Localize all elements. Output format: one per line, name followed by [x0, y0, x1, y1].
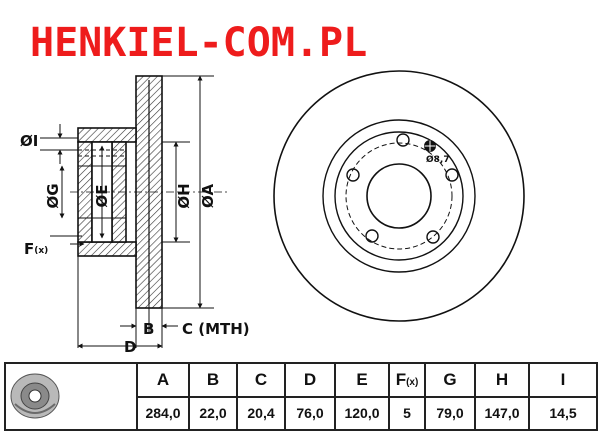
dim-label-d: D — [124, 338, 136, 356]
header-a: A — [136, 362, 190, 398]
header-h: H — [474, 362, 530, 398]
value-g: 79,0 — [424, 395, 476, 431]
dim-label-c: C (MTH) — [182, 320, 250, 338]
value-f: 5 — [388, 395, 426, 431]
dim-label-i: ØI — [20, 132, 38, 150]
brake-disc-thumbnail — [4, 362, 138, 431]
dim-label-a: ØA — [199, 184, 217, 208]
value-c: 20,4 — [236, 395, 286, 431]
dim-label-b: B — [143, 320, 154, 338]
value-i: 14,5 — [528, 395, 598, 431]
value-a: 284,0 — [136, 395, 190, 431]
dim-label-f: F(x) — [24, 240, 48, 258]
value-d: 76,0 — [284, 395, 336, 431]
spec-table-header-row: A B C D E F(x) G H I — [4, 362, 598, 431]
spec-table: A B C D E F(x) G H I 284,0 22,0 20,4 76,… — [4, 362, 598, 431]
value-e: 120,0 — [334, 395, 390, 431]
disc-front-view — [273, 70, 525, 322]
spec-table-values-row: 284,0 22,0 20,4 76,0 120,0 5 79,0 147,0 … — [5, 395, 598, 431]
header-e: E — [334, 362, 390, 398]
value-h: 147,0 — [474, 395, 530, 431]
header-f: F(x) — [388, 362, 426, 398]
dim-label-h: ØH — [175, 183, 193, 208]
dimension-lines — [40, 75, 214, 349]
value-b: 22,0 — [188, 395, 238, 431]
header-i: I — [528, 362, 598, 398]
dim-label-g: ØG — [44, 183, 62, 208]
header-g: G — [424, 362, 476, 398]
brake-disc-thumbnail-icon — [10, 373, 60, 419]
brand-title: HENKIEL-COM.PL — [30, 20, 367, 66]
header-b: B — [188, 362, 238, 398]
header-c: C — [236, 362, 286, 398]
bolt-hole-label: Ø8,7 — [426, 154, 450, 165]
dim-label-e: ØE — [93, 185, 111, 208]
disc-cross-section — [70, 75, 230, 309]
header-d: D — [284, 362, 336, 398]
